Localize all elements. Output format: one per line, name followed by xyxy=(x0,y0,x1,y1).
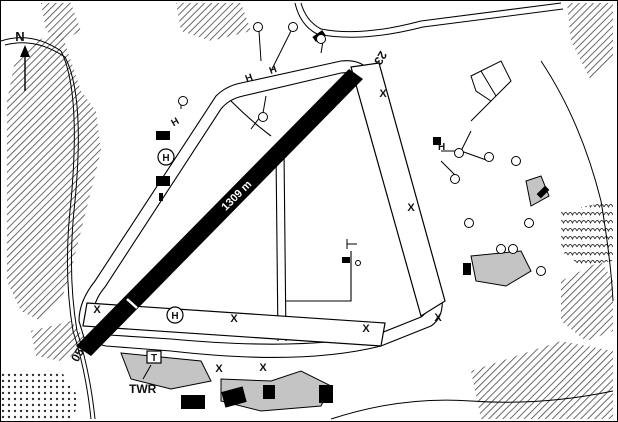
tower-symbol: T xyxy=(151,353,157,364)
closed-marker: X xyxy=(93,304,101,316)
closed-marker: X xyxy=(434,312,442,324)
runway-secondary-strip xyxy=(82,302,386,347)
wind-tee xyxy=(346,239,361,266)
heliports: H H xyxy=(157,148,184,324)
dispersal-pad xyxy=(511,156,521,166)
buildings xyxy=(156,30,550,409)
dispersal-pad xyxy=(464,218,474,228)
dispersal-pad xyxy=(508,244,518,254)
dispersal-pad xyxy=(253,22,263,32)
runway-05-23 xyxy=(76,69,363,356)
north-arrow: N xyxy=(15,29,30,91)
dispersal-pad xyxy=(178,96,188,106)
building xyxy=(221,386,247,408)
dispersal-pad xyxy=(454,148,464,158)
road-north-2 xyxy=(294,2,564,38)
aprons xyxy=(120,175,550,412)
building xyxy=(463,263,471,275)
closed-marker: X xyxy=(215,363,223,375)
dispersal-pad xyxy=(288,22,298,32)
hatch-southwest xyxy=(31,321,91,361)
building xyxy=(263,385,275,399)
woodland-west xyxy=(7,31,101,321)
closed-marker: X xyxy=(407,202,415,214)
road-east xyxy=(540,60,614,302)
taxiway-diagonal xyxy=(230,100,272,137)
closed-marker: X xyxy=(259,362,267,374)
building xyxy=(319,385,333,403)
dispersal-pad xyxy=(536,266,546,276)
terrain-hatching xyxy=(1,3,613,419)
north-label: N xyxy=(15,29,24,44)
apron-east xyxy=(470,250,532,287)
helipad-mark: H xyxy=(268,64,279,77)
dispersal-stalk xyxy=(440,100,492,177)
dotted-area-sw xyxy=(1,371,81,419)
dispersal-pad xyxy=(258,112,268,122)
building xyxy=(342,257,350,263)
road-south xyxy=(330,390,614,420)
hatch-southeast xyxy=(471,341,613,419)
taxiway-crosslink xyxy=(283,150,287,342)
helipad-mark: H xyxy=(244,72,255,85)
road-north xyxy=(300,2,562,33)
control-tower: T TWR xyxy=(129,350,162,396)
runway-designator-23: 23 xyxy=(371,49,390,68)
dispersal-stalk xyxy=(180,30,324,130)
runway-designator-05: 05 xyxy=(68,345,87,364)
heliport-symbol: H xyxy=(162,153,169,164)
building xyxy=(156,176,170,186)
building xyxy=(159,193,163,201)
taxiway-crosslink-2 xyxy=(275,150,279,342)
helipad-mark: H xyxy=(438,142,445,153)
building xyxy=(536,185,550,199)
dispersal-road xyxy=(470,60,512,102)
heliport-circle xyxy=(166,306,184,324)
hatch-north-1 xyxy=(41,3,81,41)
runway-secondary-ne xyxy=(350,62,446,317)
building xyxy=(433,137,441,145)
heliport-symbol: H xyxy=(171,311,178,322)
closed-marker: X xyxy=(230,313,238,325)
hatch-east xyxy=(561,261,613,341)
wind-tee-circle xyxy=(355,260,361,266)
dispersal-pad xyxy=(496,244,506,254)
tower-label: TWR xyxy=(129,382,157,396)
helipad-markings: H H H H xyxy=(170,64,446,153)
tower-leader xyxy=(142,364,152,380)
closed-marker: X xyxy=(379,88,387,100)
apron-south xyxy=(120,352,212,390)
building xyxy=(156,131,170,140)
road-west xyxy=(1,37,92,420)
north-arrow-head xyxy=(20,45,30,57)
taxiway-loop xyxy=(286,251,352,302)
dispersal-pad xyxy=(484,152,494,162)
heliport-circle xyxy=(157,148,175,166)
dispersal-pad xyxy=(524,218,534,228)
hatch-northeast xyxy=(567,3,613,81)
dispersal-pad xyxy=(316,34,326,44)
helipad-mark: H xyxy=(170,116,182,129)
building xyxy=(181,395,205,409)
closed-marker: X xyxy=(362,323,370,335)
dispersal-pad xyxy=(450,174,460,184)
scallop-area-east xyxy=(561,201,613,266)
dispersals xyxy=(178,22,546,276)
secondary-runway xyxy=(82,62,446,347)
apron-east-2 xyxy=(525,175,550,207)
wind-tee-symbol xyxy=(346,239,357,249)
hatch-north-2 xyxy=(176,3,251,41)
tower-box xyxy=(146,350,162,364)
runway-threshold-mark xyxy=(126,298,138,309)
